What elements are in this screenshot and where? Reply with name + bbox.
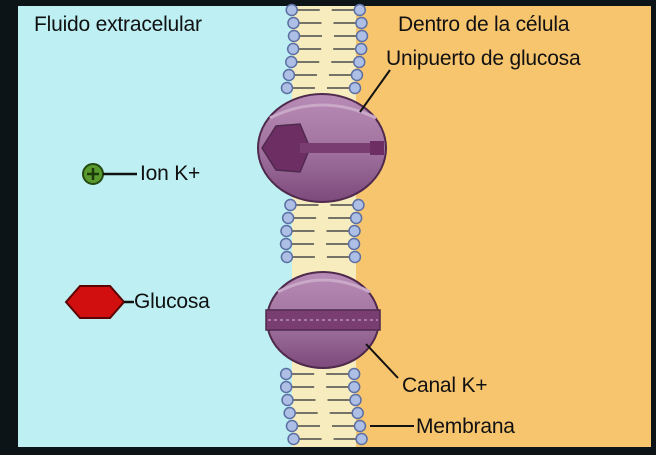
intracellular-label: Dentro de la célula <box>398 14 569 35</box>
glucose-uniporter-protein <box>258 94 386 202</box>
glucose-label: Glucosa <box>134 291 210 312</box>
membrane-label: Membrana <box>416 416 515 437</box>
lipid-bilayer <box>281 5 368 448</box>
ion-label: Ion K+ <box>140 163 200 184</box>
extracellular-label: Fluido extracelular <box>34 14 202 35</box>
potassium-channel-protein <box>266 272 380 368</box>
uniporter-label: Unipuerto de glucosa <box>386 48 580 69</box>
channel-label: Canal K+ <box>402 375 487 396</box>
extracellular-region <box>18 6 310 447</box>
